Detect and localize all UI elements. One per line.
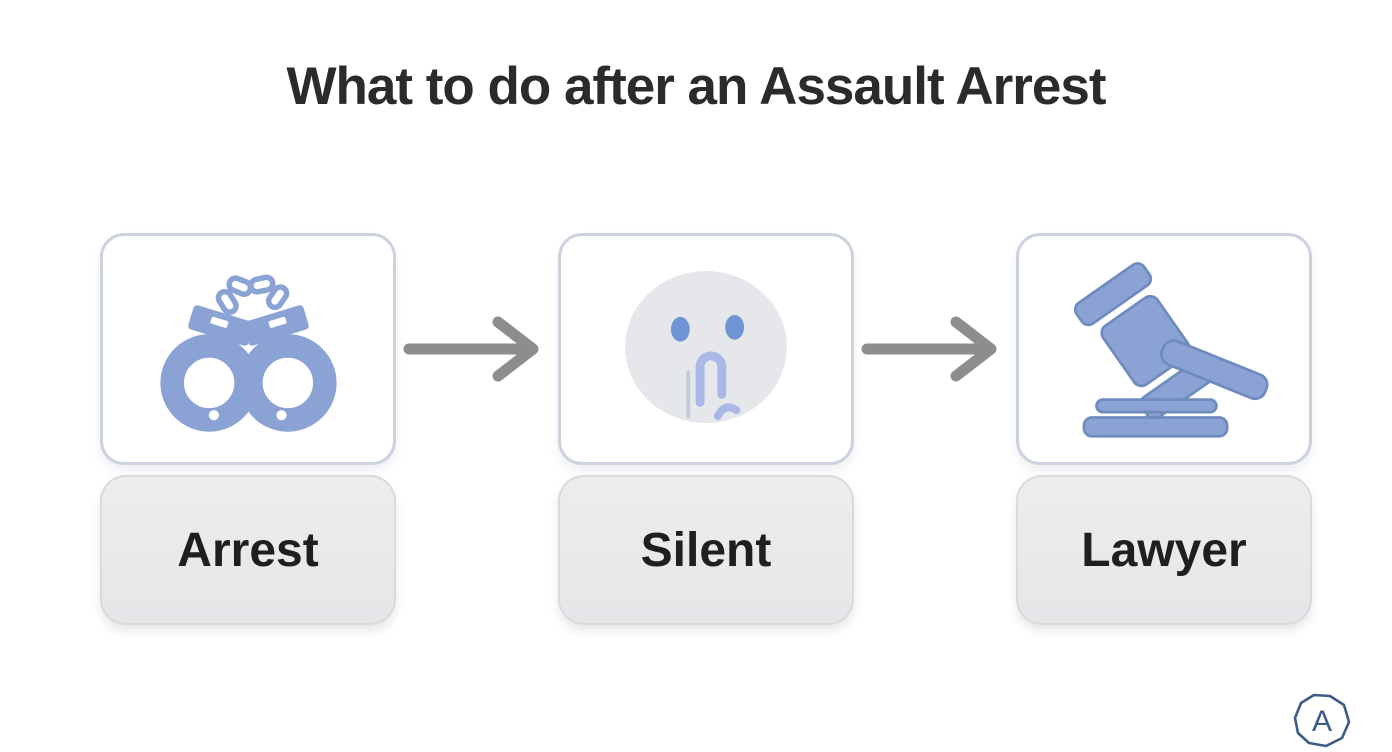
flow-step-lawyer: Lawyer [1016, 233, 1312, 625]
lawyer-icon-card [1016, 233, 1312, 465]
connector-2 [854, 233, 1016, 465]
watermark-letter: A [1312, 705, 1332, 738]
step-label-arrest: Arrest [100, 475, 396, 625]
badge-a-icon: A [1293, 693, 1351, 748]
handcuffs-icon [159, 274, 337, 432]
flow-step-silent: Silent [558, 233, 854, 625]
shush-face-icon [625, 270, 787, 424]
gavel-icon [1073, 261, 1269, 438]
step-label-lawyer: Lawyer [1016, 475, 1312, 625]
connector-1 [396, 233, 558, 465]
right-arrow-icon [861, 316, 997, 382]
right-arrow-icon [403, 316, 539, 382]
flow-diagram: Arrest [100, 233, 1312, 625]
step-label-silent: Silent [558, 475, 854, 625]
silent-icon-card [558, 233, 854, 465]
flow-step-arrest: Arrest [100, 233, 396, 625]
page-title: What to do after an Assault Arrest [286, 57, 1106, 116]
arrest-icon-card [100, 233, 396, 465]
brand-watermark: A [1292, 690, 1352, 750]
